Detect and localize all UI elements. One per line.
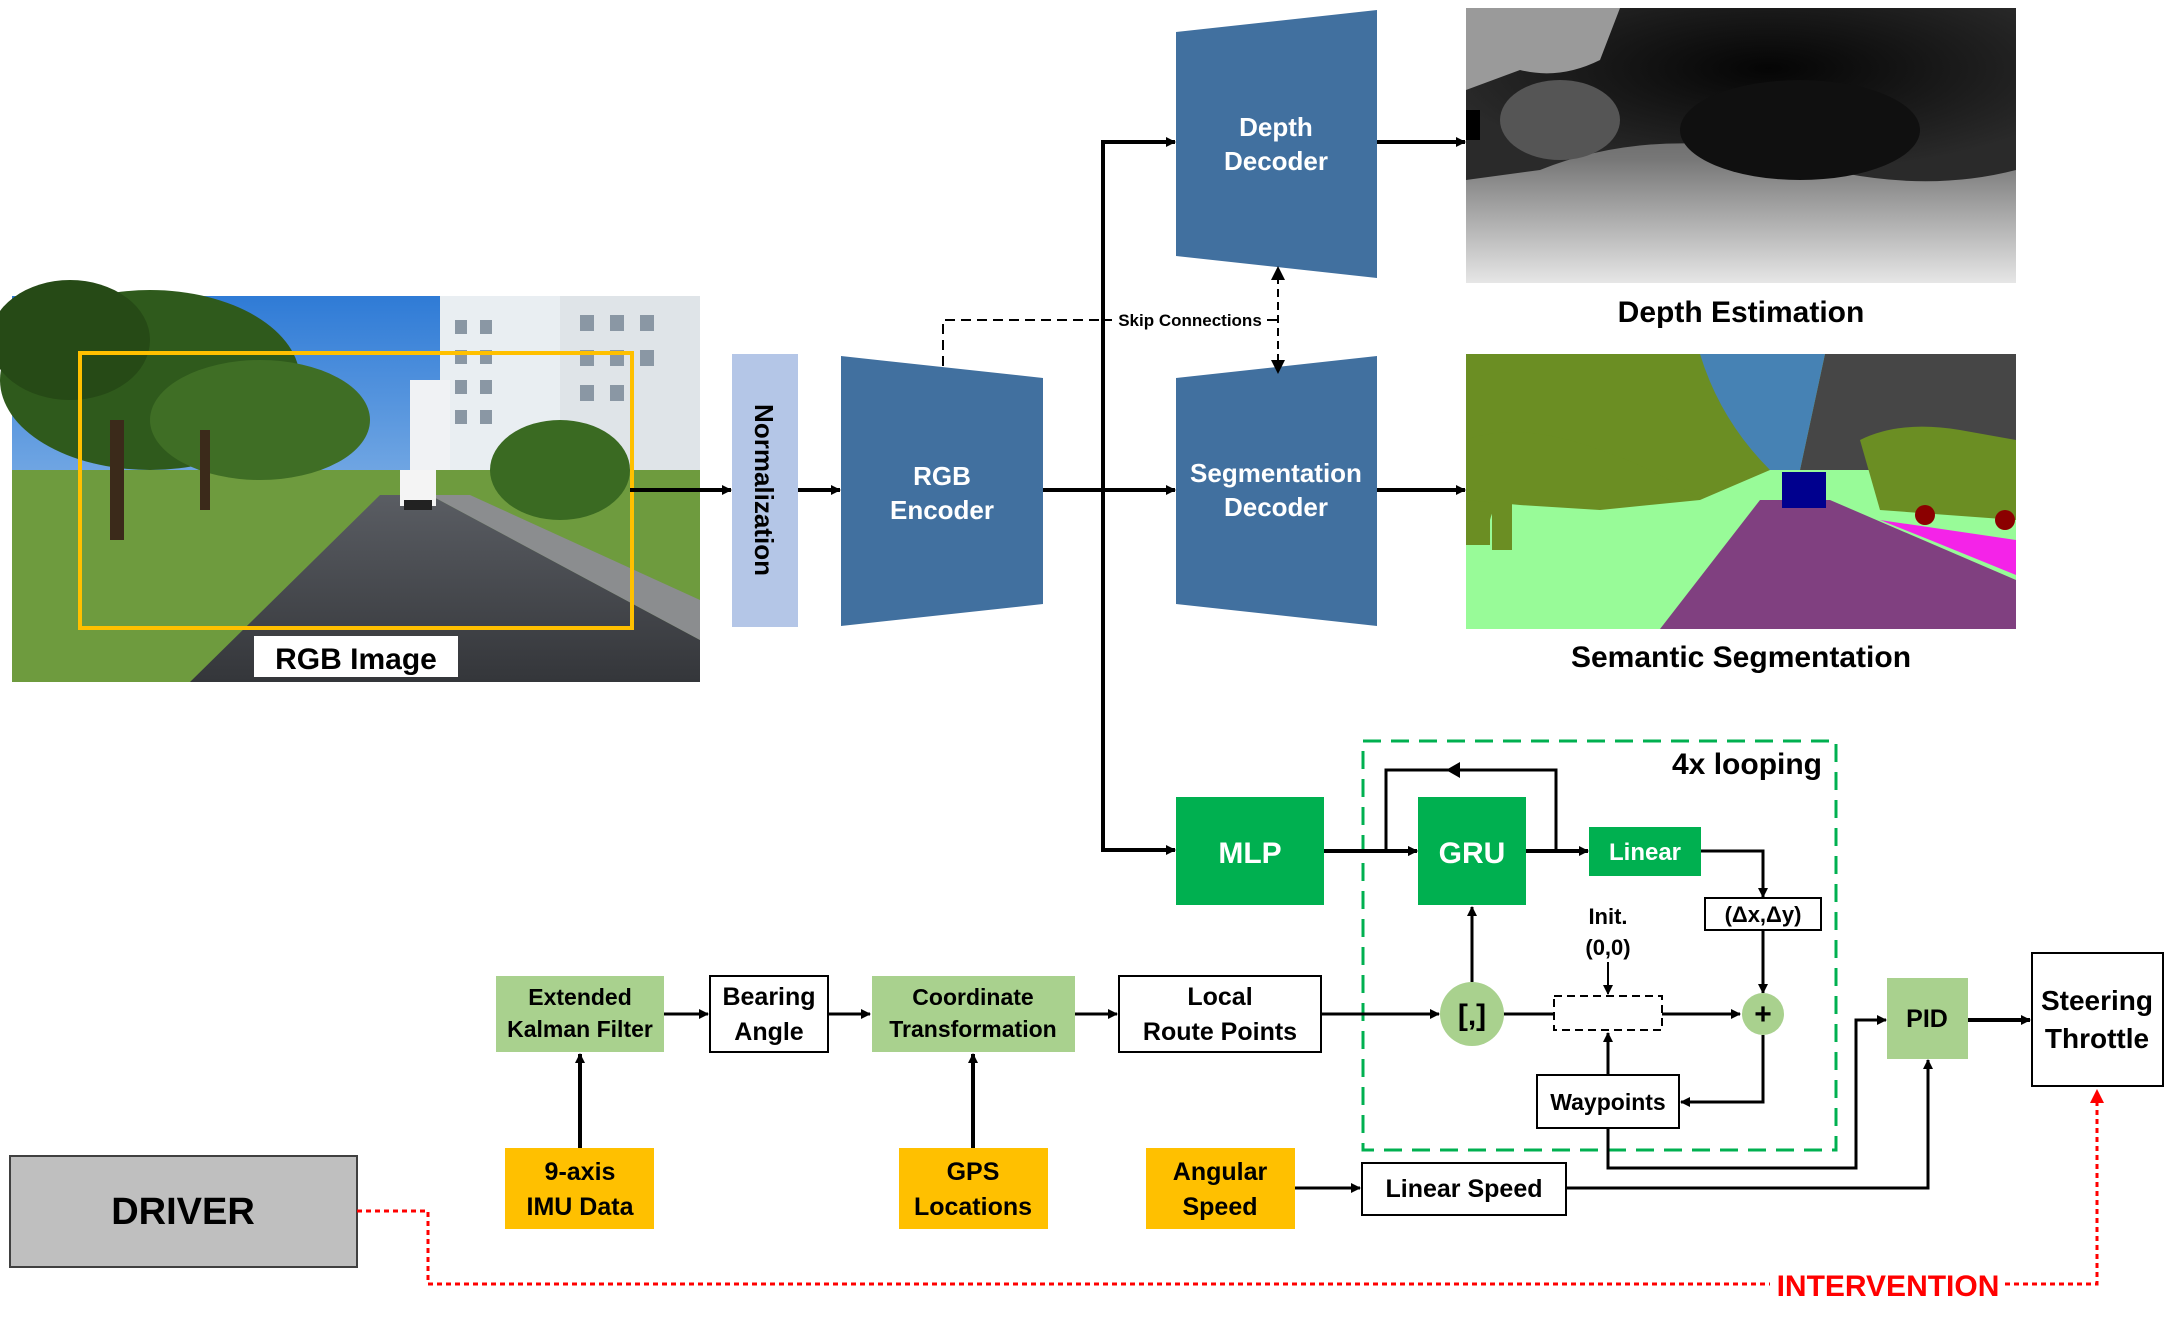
output-label-1: Steering — [2041, 985, 2153, 1016]
depth-estimation-image — [1466, 8, 2016, 283]
angular-speed-block — [1146, 1148, 1295, 1229]
ekf-label-2: Kalman Filter — [507, 1016, 653, 1042]
bearing-label-2: Angle — [734, 1018, 804, 1046]
linear-block — [1589, 827, 1701, 876]
intervention-label: INTERVENTION — [1777, 1270, 2000, 1303]
imu-data-block — [505, 1148, 654, 1229]
segmentation-decoder-block — [1176, 356, 1377, 626]
delta-box — [1704, 897, 1822, 931]
rgb-encoder-block — [841, 356, 1043, 626]
gps-label-2: Locations — [914, 1193, 1032, 1221]
semantic-segmentation-label: Semantic Segmentation — [1571, 641, 1911, 674]
normalization-label: Normalization — [749, 404, 779, 576]
local-route-label-2: Route Points — [1143, 1018, 1297, 1046]
depth-decoder-block — [1176, 10, 1377, 278]
steering-throttle-box — [2031, 952, 2164, 1087]
rgb-image-label: RGB Image — [275, 643, 437, 676]
depth-decoder-label-1: Depth — [1239, 112, 1313, 142]
depth-estimation-label: Depth Estimation — [1618, 296, 1865, 329]
mlp-label: MLP — [1218, 837, 1281, 870]
looping-box — [1361, 739, 1838, 1152]
concat-node — [1440, 982, 1504, 1046]
rgb-image-photo: RGB Image — [0, 280, 700, 682]
gru-block — [1418, 797, 1526, 905]
delta-label: (Δx,Δy) — [1725, 902, 1802, 927]
seg-decoder-label-1: Segmentation — [1190, 458, 1362, 488]
semantic-segmentation-image — [1466, 354, 2016, 629]
sum-node — [1742, 993, 1784, 1035]
local-route-points-box — [1118, 975, 1322, 1053]
angular-label-2: Speed — [1182, 1193, 1257, 1221]
init-label-1: Init. — [1588, 904, 1627, 929]
skip-connections-label: Skip Connections — [1118, 311, 1262, 330]
bearing-angle-box — [709, 975, 829, 1053]
coord-label-1: Coordinate — [912, 984, 1033, 1010]
bearing-label-1: Bearing — [722, 983, 815, 1011]
output-label-2: Throttle — [2045, 1023, 2149, 1054]
driver-block — [9, 1155, 358, 1268]
waypoints-label: Waypoints — [1550, 1089, 1665, 1115]
init-box — [1553, 995, 1663, 1031]
gps-label-1: GPS — [947, 1158, 1000, 1186]
sum-label: + — [1754, 998, 1772, 1031]
local-route-label-1: Local — [1187, 983, 1252, 1011]
pid-block — [1887, 978, 1968, 1059]
concat-label: [,] — [1458, 999, 1486, 1032]
gps-locations-block — [899, 1148, 1048, 1229]
driver-label: DRIVER — [111, 1191, 255, 1233]
normalization-block — [732, 354, 798, 627]
linear-label: Linear — [1609, 839, 1681, 866]
imu-label-2: IMU Data — [527, 1193, 635, 1221]
seg-decoder-label-2: Decoder — [1224, 492, 1328, 522]
rgb-encoder-label-1: RGB — [913, 461, 971, 491]
looping-label: 4x looping — [1672, 748, 1822, 781]
linear-speed-box — [1361, 1162, 1567, 1216]
ekf-label-1: Extended — [528, 984, 632, 1010]
angular-label-1: Angular — [1173, 1158, 1268, 1186]
coord-label-2: Transformation — [889, 1016, 1056, 1042]
rgb-encoder-label-2: Encoder — [890, 495, 994, 525]
pid-label: PID — [1906, 1005, 1948, 1033]
ekf-block — [496, 976, 664, 1052]
imu-label-1: 9-axis — [545, 1158, 616, 1186]
gru-label: GRU — [1439, 837, 1506, 870]
linear-speed-label: Linear Speed — [1386, 1175, 1543, 1203]
coordinate-transformation-block — [872, 976, 1075, 1052]
mlp-block — [1176, 797, 1324, 905]
init-label-2: (0,0) — [1585, 935, 1630, 960]
depth-decoder-label-2: Decoder — [1224, 146, 1328, 176]
